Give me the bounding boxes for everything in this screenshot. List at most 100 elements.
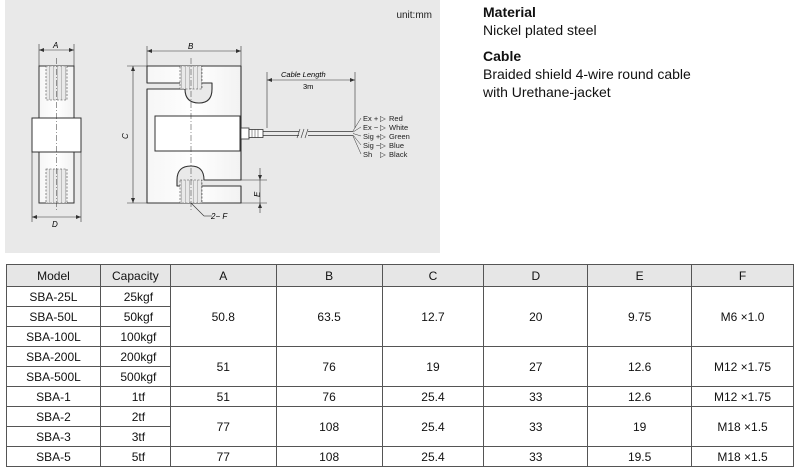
model-cell: SBA-1 — [6, 386, 101, 407]
header-a: A — [169, 264, 277, 287]
dim-d-cell: 33 — [483, 386, 589, 407]
wire-color: Black — [389, 150, 408, 159]
dim-letter-c: A — [52, 41, 58, 50]
cable-heading: Cable — [483, 48, 522, 64]
dim-e-cell: 19 — [587, 406, 693, 447]
dim-a-cell: 50.8 — [169, 286, 277, 347]
cable-assembly: Cable Length 3m Ex + ▷ Red Ex − ▷ White … — [240, 70, 410, 159]
model-cell: SBA-25L — [6, 286, 101, 307]
dim-b-cell: 76 — [275, 346, 383, 387]
dimension-table: Model Capacity A B C D E F SBA-25L 25kgf… — [6, 264, 794, 467]
dim-b-cell: 63.5 — [275, 286, 383, 347]
load-cell-drawing: A D B C — [31, 41, 410, 229]
table-row: SBA-50L 50kgf — [6, 306, 794, 327]
table-row: SBA-100L 100kgf — [6, 326, 794, 347]
wire-signal: Ex − — [363, 123, 379, 132]
header-b: B — [275, 264, 383, 287]
cable-length-value: 3m — [303, 82, 313, 91]
capacity-cell: 100kgf — [99, 326, 171, 347]
dim-e-cell: 12.6 — [587, 346, 693, 387]
wire-arrow: ▷ — [380, 132, 387, 141]
dim-f-cell: M18 ×1.5 — [691, 446, 794, 467]
table-row: SBA-5 5tf 77 108 25.4 33 19.5 M18 ×1.5 — [6, 446, 794, 467]
dim-f-cell: M12 ×1.75 — [691, 386, 794, 407]
dim-e-cell: 12.6 — [587, 386, 693, 407]
technical-drawing: unit:mm A — [5, 0, 440, 253]
cable-line-1: Braided shield 4-wire round cable — [483, 66, 691, 82]
model-cell: SBA-50L — [6, 306, 101, 327]
header-capacity: Capacity — [99, 264, 171, 287]
capacity-cell: 50kgf — [99, 306, 171, 327]
material-value: Nickel plated steel — [483, 22, 597, 38]
table-header-row: Model Capacity A B C D E F — [6, 264, 794, 287]
dim-c-cell: 25.4 — [381, 406, 485, 447]
dim-d-cell: 33 — [483, 406, 589, 447]
wire-signal: Sh — [363, 150, 372, 159]
dim-e-cell: 9.75 — [587, 286, 693, 347]
material-heading: Material — [483, 4, 536, 20]
model-cell: SBA-500L — [6, 366, 101, 387]
wire-color: Red — [389, 114, 403, 123]
table-row: SBA-2 2tf 77 108 25.4 33 19 M18 ×1.5 — [6, 406, 794, 447]
model-cell: SBA-3 — [6, 426, 101, 447]
wire-color: Green — [389, 132, 410, 141]
dim-f-cell: M12 ×1.75 — [691, 346, 794, 387]
capacity-cell: 3tf — [99, 426, 171, 447]
wire-color: Blue — [389, 141, 404, 150]
dim-e-cell: 19.5 — [587, 446, 693, 467]
dim-d-cell: 20 — [483, 286, 589, 347]
dim-a-cell: 51 — [169, 346, 277, 387]
header-e: E — [587, 264, 693, 287]
capacity-cell: 500kgf — [99, 366, 171, 387]
dim-letter-e: E — [253, 191, 262, 197]
model-cell: SBA-100L — [6, 326, 101, 347]
wire-arrow: ▷ — [380, 150, 387, 159]
cable-length-label: Cable Length — [281, 70, 326, 79]
table-row: SBA-1 1tf 51 76 25.4 33 12.6 M12 ×1.75 — [6, 386, 794, 407]
dim-c-cell: 25.4 — [381, 446, 485, 467]
dim-f-cell: M6 ×1.0 — [691, 286, 794, 347]
capacity-cell: 200kgf — [99, 346, 171, 367]
front-view: B C 2− F E — [121, 42, 267, 221]
cable-line-2: with Urethane-jacket — [483, 84, 611, 100]
header-f: F — [691, 264, 794, 287]
capacity-cell: 25kgf — [99, 286, 171, 307]
cable-spec: Cable Braided shield 4-wire round cable … — [483, 48, 691, 101]
dim-c-cell: 12.7 — [381, 286, 485, 347]
dim-c-cell: 25.4 — [381, 386, 485, 407]
wire-signal: Sig + — [363, 132, 381, 141]
dim-d-cell: 27 — [483, 346, 589, 387]
dim-f-cell: M18 ×1.5 — [691, 406, 794, 447]
dim-a-cell: 77 — [169, 406, 277, 447]
model-cell: SBA-2 — [6, 406, 101, 427]
wire-arrow: ▷ — [380, 123, 387, 132]
capacity-cell: 2tf — [99, 406, 171, 427]
wire-signal: Ex + — [363, 114, 379, 123]
dim-a-cell: 77 — [169, 446, 277, 467]
thread-label: 2− F — [210, 212, 228, 221]
wire-signal: Sig − — [363, 141, 381, 150]
dim-b-cell: 108 — [275, 446, 383, 467]
header-c: C — [381, 264, 485, 287]
table-row: SBA-25L 25kgf 50.8 63.5 12.7 20 9.75 M6 … — [6, 286, 794, 347]
dim-letter-d: D — [52, 220, 58, 229]
wire-arrow: ▷ — [380, 114, 387, 123]
capacity-cell: 5tf — [99, 446, 171, 467]
dim-a-cell: 51 — [169, 386, 277, 407]
dim-d-cell: 33 — [483, 446, 589, 467]
dim-c-cell: 19 — [381, 346, 485, 387]
material-spec: Material Nickel plated steel — [483, 4, 597, 39]
wire-arrow: ▷ — [380, 141, 387, 150]
capacity-cell: 1tf — [99, 386, 171, 407]
header-d: D — [483, 264, 589, 287]
unit-label: unit:mm — [396, 10, 432, 21]
dim-letter-b: C — [121, 133, 130, 139]
wire-color: White — [389, 123, 408, 132]
header-model: Model — [6, 264, 101, 287]
model-cell: SBA-5 — [6, 446, 101, 467]
side-view: A D — [31, 41, 82, 229]
table-row: SBA-200L 200kgf 51 76 19 27 12.6 M12 ×1.… — [6, 346, 794, 387]
table-row: SBA-3 3tf — [6, 426, 794, 447]
model-cell: SBA-200L — [6, 346, 101, 367]
dim-letter-a: B — [188, 42, 194, 51]
